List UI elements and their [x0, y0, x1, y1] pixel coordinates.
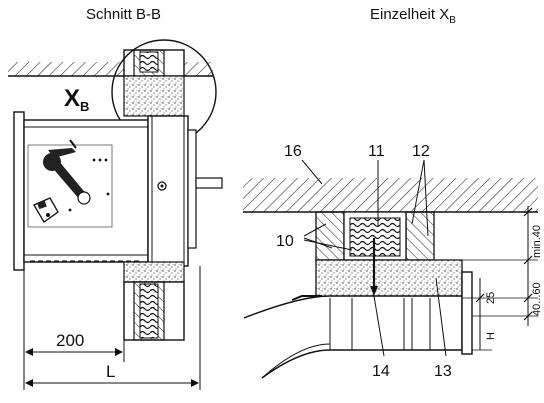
solenoid-block [33, 197, 72, 223]
mortar-lower [123, 261, 185, 283]
callout-12: 12 [412, 143, 430, 160]
section-title: Schnitt B-B [86, 6, 162, 23]
dimension-25: 25 [485, 292, 497, 304]
detail-ceiling-hatch [243, 178, 538, 212]
callout-10: 10 [276, 233, 294, 250]
lever-mechanism [43, 139, 110, 205]
detail-title-main: Einzelheit X [370, 6, 450, 23]
seal-right [405, 211, 435, 261]
detail-view: 16 11 12 10 14 13 min.40 40...60 25 H [243, 143, 543, 380]
detail-title-sub: B [449, 15, 456, 26]
mortar-upper [123, 75, 185, 117]
detail-mark: XB [64, 85, 89, 114]
detail-title: Einzelheit XB [370, 6, 456, 26]
callout-11: 11 [368, 143, 385, 160]
section-view: XB [8, 39, 223, 390]
dimension-200-label: 200 [56, 331, 84, 350]
dimension-40-60: 40...60 [531, 282, 543, 316]
flange-left [13, 111, 25, 271]
dimension-L-label: L [106, 362, 115, 381]
insulation-upper [139, 51, 159, 73]
dimension-H: H [485, 332, 497, 340]
callout-16: 16 [284, 143, 302, 160]
callout-14: 14 [372, 363, 390, 380]
mortar-layer [315, 259, 463, 299]
collar [147, 115, 189, 267]
seal-left [315, 211, 345, 261]
shaft [195, 177, 223, 189]
callout-13: 13 [434, 363, 452, 380]
duct-flange [461, 271, 473, 355]
dimension-min40: min.40 [531, 225, 543, 258]
